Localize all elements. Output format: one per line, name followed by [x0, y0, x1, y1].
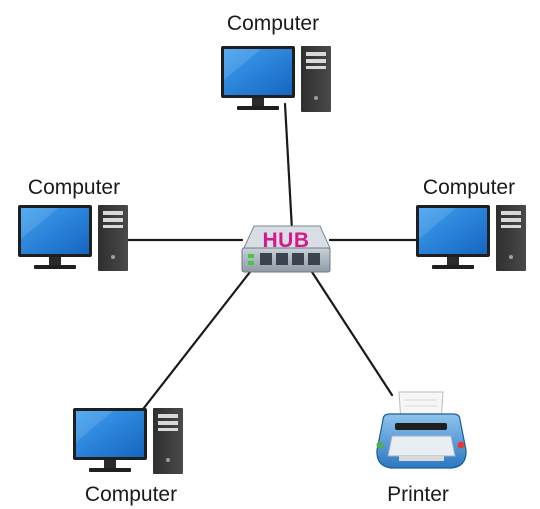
cable-top	[283, 102, 294, 232]
cable-bottom-right	[310, 270, 394, 397]
hub-label: HUB	[262, 229, 310, 252]
computer-icon	[73, 408, 183, 474]
computer-top-label: Computer	[226, 12, 320, 35]
computer-icon	[18, 205, 128, 271]
computer-right-label: Computer	[422, 176, 516, 199]
computer-bottom-left-label: Computer	[84, 483, 178, 506]
computer-icon	[221, 46, 331, 112]
computer-left-label: Computer	[27, 176, 121, 199]
cable-bottom-left	[138, 270, 252, 415]
hub-device	[241, 225, 331, 273]
printer-icon	[376, 391, 467, 469]
cables	[126, 102, 418, 415]
printer-label: Printer	[387, 483, 449, 506]
computer-icon	[416, 205, 526, 271]
